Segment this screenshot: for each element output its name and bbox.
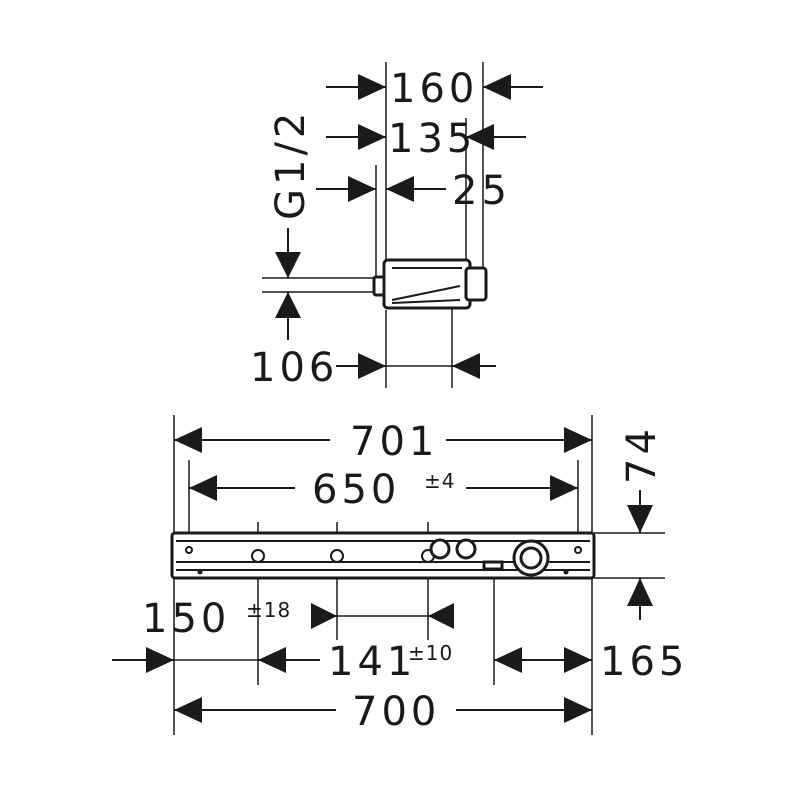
dim-right-offset: 165 [600, 639, 688, 685]
thermostat-side-profile [372, 258, 488, 310]
dim-mounting-tolerance: ±4 [424, 469, 455, 493]
dim-left-offset-tolerance: ±18 [246, 598, 291, 622]
front-view: 701 650 ±4 74 150 ±18 141 ±10 165 [112, 415, 688, 735]
side-view: 160 135 25 G1/2 106 [250, 62, 543, 391]
dim-width-overall: 160 [390, 66, 478, 112]
thermostat-front-profile [170, 531, 596, 580]
dim-thread: G1/2 [268, 109, 314, 220]
dim-outlet-spacing: 141 [328, 639, 416, 685]
dim-left-offset: 150 [142, 596, 230, 642]
dim-length-base: 700 [352, 689, 440, 735]
dim-offset: 25 [452, 168, 511, 214]
dim-length-overall: 701 [350, 419, 438, 465]
dim-height: 74 [619, 425, 665, 484]
dim-mounting-distance: 650 [312, 467, 400, 513]
dim-outlet-spacing-tolerance: ±10 [408, 641, 453, 665]
dim-width-body: 135 [388, 116, 476, 162]
dim-depth: 106 [250, 345, 338, 391]
